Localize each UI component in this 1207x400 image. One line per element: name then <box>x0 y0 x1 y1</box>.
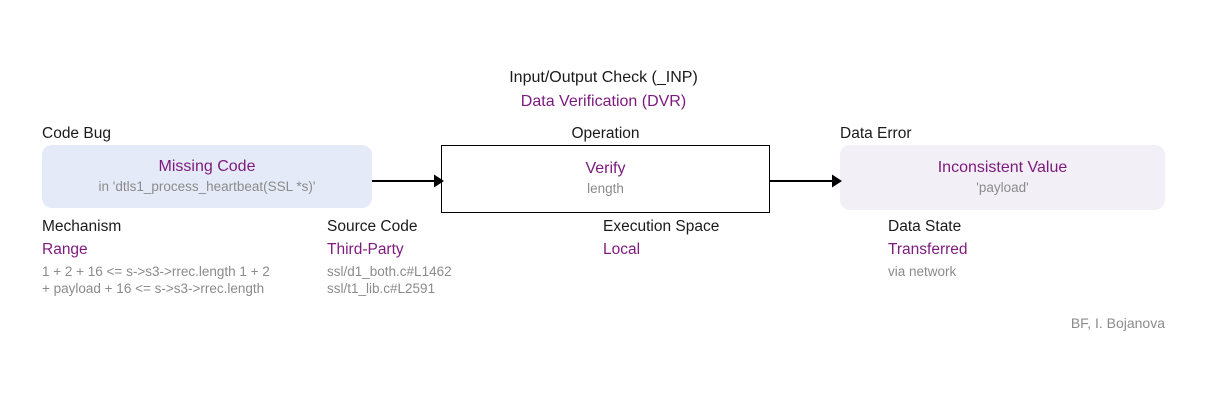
source-code-header: Source Code <box>327 218 418 235</box>
arrow-operation-to-error-icon <box>770 171 842 196</box>
mechanism-value: Range <box>42 240 88 258</box>
data-error-caption: Data Error <box>840 125 912 142</box>
code-bug-name: Missing Code <box>158 157 256 175</box>
bug-class-label: Input/Output Check (_INP) <box>509 69 698 86</box>
operation-name: Verify <box>585 160 626 178</box>
attribute-source-code: Source Code Third-Party ssl/d1_both.c#L1… <box>327 219 452 298</box>
data-error-operand: 'payload' <box>976 179 1029 195</box>
operation-node[interactable]: Verify length <box>441 145 770 213</box>
code-bug-node[interactable]: Missing Code in 'dtls1_process_heartbeat… <box>42 145 372 208</box>
data-state-note-line1: via network <box>888 264 957 279</box>
mechanism-header: Mechanism <box>42 218 122 235</box>
attribute-execution-space: Execution Space Local <box>603 219 719 264</box>
data-error-node[interactable]: Inconsistent Value 'payload' <box>840 145 1165 210</box>
source-code-note-line2: ssl/t1_lib.c#L2591 <box>327 280 436 296</box>
operation-operand: length <box>587 181 624 197</box>
execution-space-header: Execution Space <box>603 218 720 235</box>
source-code-value: Third-Party <box>327 240 404 258</box>
data-state-header: Data State <box>888 218 962 235</box>
attribute-mechanism: Mechanism Range 1 + 2 + 16 <= s->s3->rre… <box>42 219 270 298</box>
data-error-name: Inconsistent Value <box>937 158 1068 176</box>
source-code-note-line1: ssl/d1_both.c#L1462 <box>327 264 452 279</box>
mechanism-note-line1: 1 + 2 + 16 <= s->s3->rrec.length 1 + 2 <box>42 264 270 279</box>
execution-space-value: Local <box>603 240 641 258</box>
bug-type-label: Data Verification (DVR) <box>520 93 687 110</box>
operation-caption: Operation <box>571 125 640 142</box>
arrow-bug-to-operation-icon <box>372 171 444 196</box>
attribute-data-state: Data State Transferred via network <box>888 219 968 281</box>
attribution-credit: BF, I. Bojanova <box>1070 315 1165 331</box>
code-bug-caption: Code Bug <box>42 125 111 142</box>
data-state-value: Transferred <box>888 240 968 258</box>
mechanism-note-line2: + payload + 16 <= s->s3->rrec.length <box>42 280 265 296</box>
code-bug-location: in 'dtls1_process_heartbeat(SSL *s)' <box>98 178 316 194</box>
